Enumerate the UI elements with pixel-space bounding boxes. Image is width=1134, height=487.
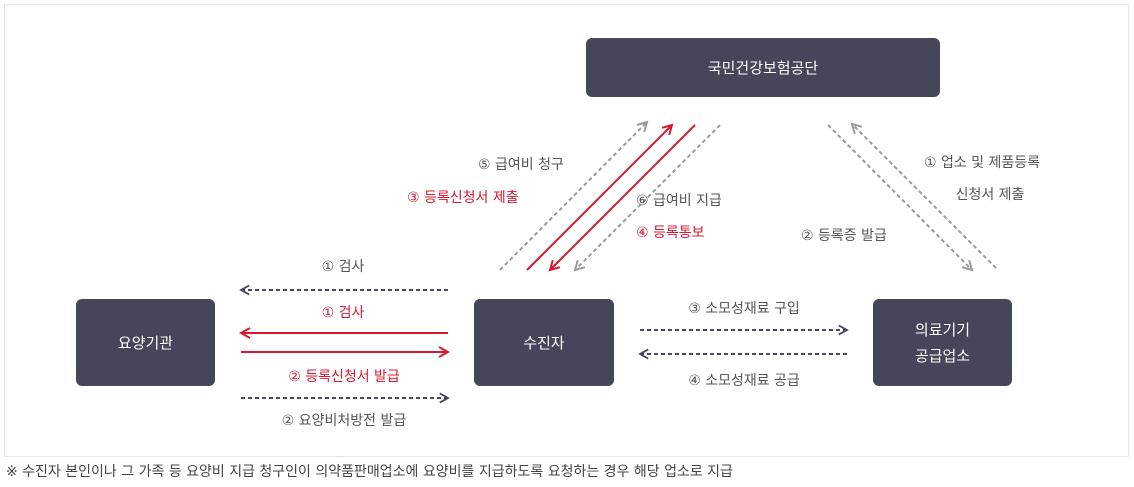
reg-cert-label: ② 등록증 발급 bbox=[801, 228, 887, 244]
inspect-red-label: ① 검사 bbox=[321, 305, 365, 321]
supply-label: ④ 소모성재료 공급 bbox=[688, 373, 800, 389]
inspect-gray-label: ① 검사 bbox=[321, 259, 365, 275]
footnote: ※ 수진자 본인이나 그 가족 등 요양비 지급 청구인이 의약품판매업소에 요… bbox=[6, 464, 733, 480]
reg-notify-arrow bbox=[550, 124, 696, 270]
nhis-node: 국민건강보험공단 bbox=[586, 38, 940, 97]
claim-label: ⑤ 급여비 청구 bbox=[478, 157, 564, 173]
prescription-label: ② 요양비처방전 발급 bbox=[281, 413, 407, 429]
recipient-label: 수진자 bbox=[523, 333, 565, 352]
supplier-node: 의료기기 공급업소 bbox=[873, 299, 1012, 386]
recipient-node: 수진자 bbox=[474, 299, 614, 386]
reg-submit-arrow bbox=[526, 125, 672, 271]
reg-cert-arrow bbox=[827, 124, 972, 270]
payment-label: ⑥ 급여비 지급 bbox=[636, 193, 722, 209]
reg-notify-label: ④ 등록통보 bbox=[636, 225, 705, 241]
biz-reg-label-line2: 신청서 제출 bbox=[955, 187, 1025, 203]
reg-submit-label: ③ 등록신청서 제출 bbox=[407, 190, 519, 206]
biz-reg-label-line1: ① 업소 및 제품등록 bbox=[923, 155, 1041, 171]
biz-reg-arrow bbox=[852, 124, 997, 269]
nhis-label: 국민건강보험공단 bbox=[707, 58, 819, 77]
care-institution-node: 요양기관 bbox=[76, 299, 215, 386]
reg-issue-label: ② 등록신청서 발급 bbox=[288, 369, 400, 385]
payment-arrow bbox=[575, 124, 721, 270]
supplier-label-line1: 의료기기 bbox=[914, 320, 971, 339]
care-institution-label: 요양기관 bbox=[117, 333, 174, 352]
supplier-label-line2: 공급업소 bbox=[914, 346, 971, 365]
purchase-label: ③ 소모성재료 구입 bbox=[688, 301, 800, 317]
